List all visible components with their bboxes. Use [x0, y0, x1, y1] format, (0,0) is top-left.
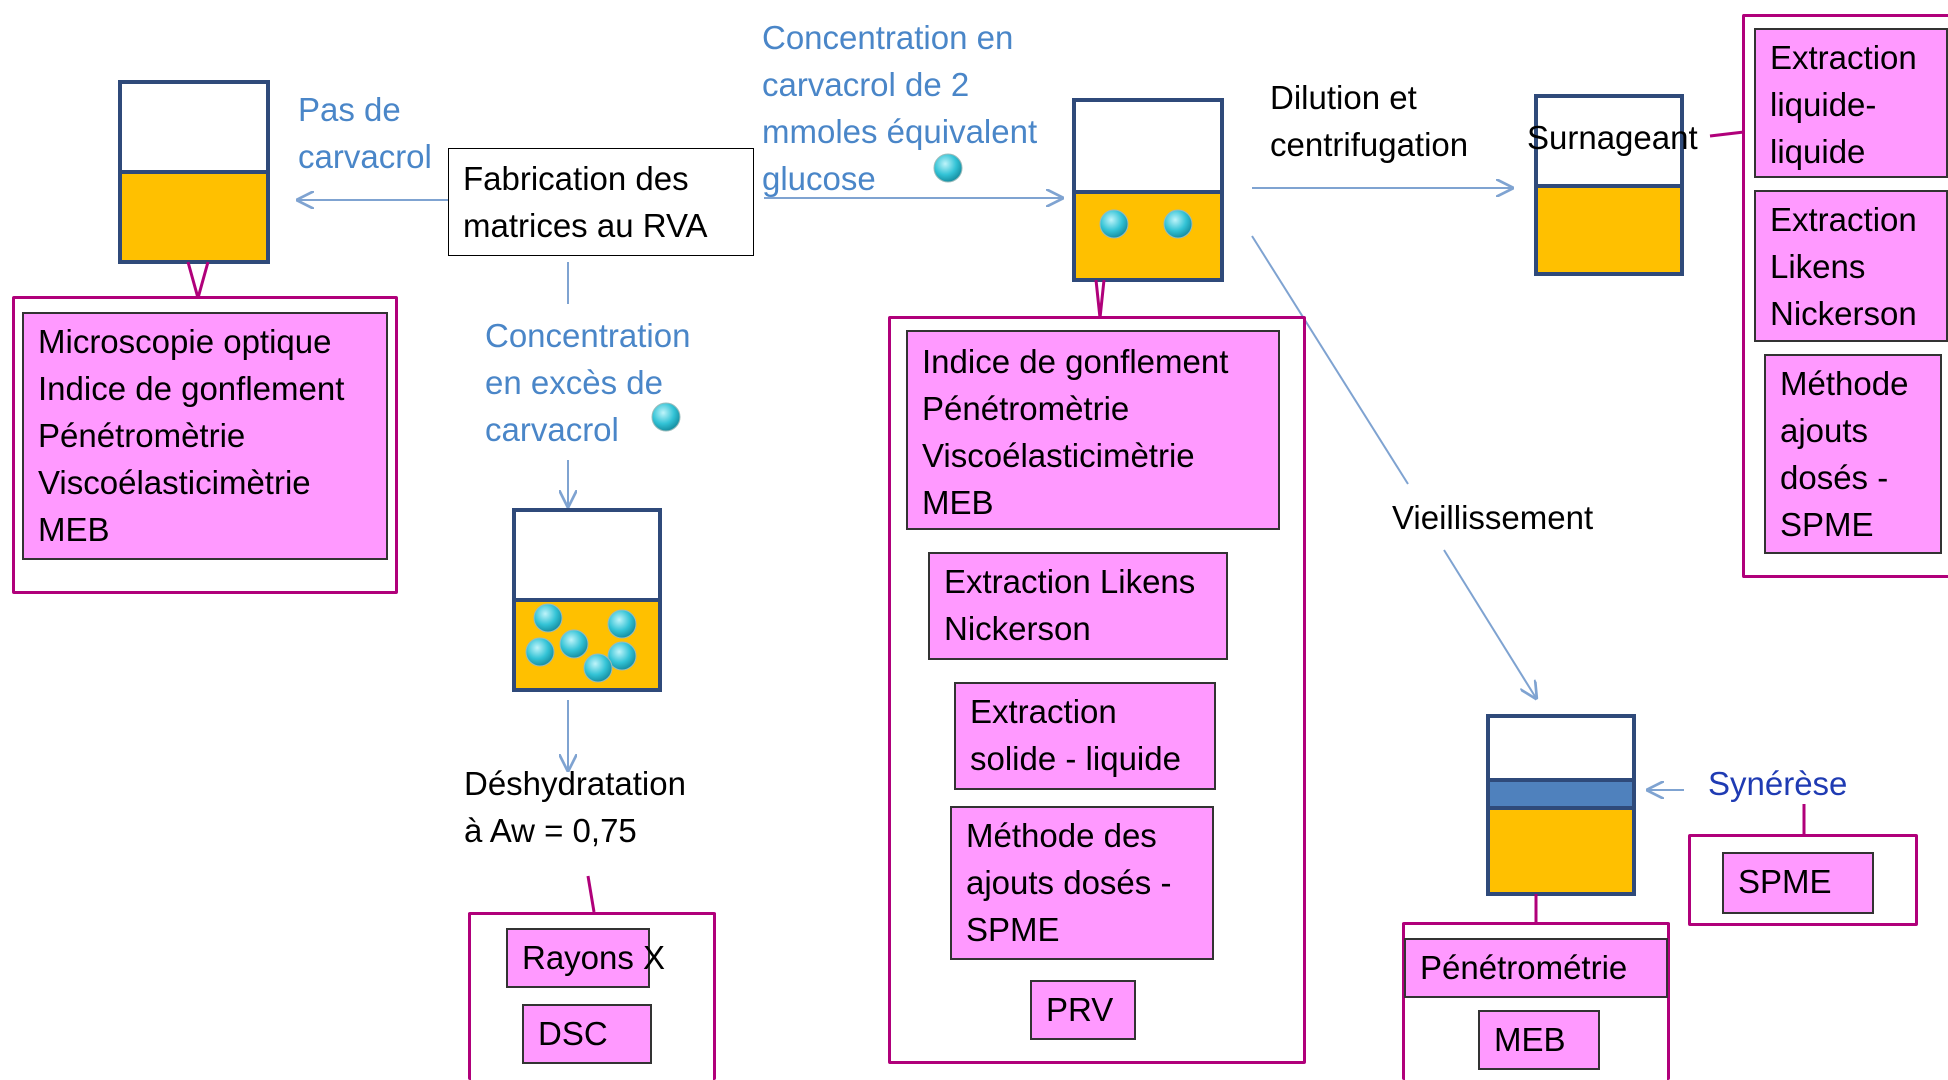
beaker-aging [1486, 714, 1636, 896]
frame-aging [1402, 922, 1670, 1080]
right-likens-box: Extraction Likens Nickerson [1754, 190, 1948, 342]
beaker-no-carvacrol [118, 80, 270, 264]
beaker-surnageant [1534, 94, 1684, 276]
start-box: Fabrication des matrices au RVA [448, 148, 754, 256]
molecule-beaker3-c [559, 629, 589, 659]
frame-center [888, 316, 1306, 1064]
carvacrol-molecules [525, 153, 1193, 683]
molecule-beaker3-d [525, 637, 555, 667]
molecule-beaker2-b [1163, 209, 1193, 239]
label-vieillissement: Vieillissement [1392, 499, 1594, 536]
center-prv-box: PRV [1030, 980, 1136, 1040]
molecule-legend-top [933, 153, 963, 183]
beaker-2mmol [1072, 98, 1224, 282]
frame-connectors [186, 130, 1806, 924]
center-methods-box: Indice de gonflement Pénétromètrie Visco… [906, 330, 1280, 530]
molecule-beaker3-e [607, 641, 637, 671]
frame-left [12, 296, 398, 594]
rayons-x-box: Rayons X [506, 928, 665, 988]
label-dilution: Dilution et centrifugation [1270, 79, 1469, 163]
line-to-vieillissement [1251, 235, 1409, 485]
right-ajouts-box: Méthode ajouts dosés - SPME [1764, 354, 1942, 554]
dsc-box: DSC [522, 1004, 652, 1064]
label-conc-exces: Concentration en excès de carvacrol [485, 317, 691, 448]
spme-box: SPME [1722, 852, 1874, 914]
molecule-beaker3-f [583, 653, 613, 683]
right-ll-box: Extraction liquide- liquide [1754, 28, 1948, 178]
molecule-beaker3-b [607, 609, 637, 639]
molecule-beaker2-a [1099, 209, 1129, 239]
center-solide-box: Extraction solide - liquide [954, 682, 1216, 790]
arrow-vieillissement [1443, 549, 1536, 698]
center-ajouts-box: Méthode des ajouts dosés - SPME [950, 806, 1214, 960]
label-surnageant: Surnageant [1527, 119, 1698, 156]
center-likens-box: Extraction Likens Nickerson [928, 552, 1228, 660]
label-pas-de-carvacrol: Pas de carvacrol [298, 91, 432, 175]
frame-spme [1688, 834, 1918, 926]
left-methods-box: Microscopie optique Indice de gonflement… [22, 312, 388, 560]
frame-right [1742, 14, 1948, 578]
label-synerese: Synérèse [1708, 765, 1848, 802]
molecule-beaker3-a [533, 603, 563, 633]
label-deshydratation: Déshydratation à Aw = 0,75 [464, 765, 686, 849]
molecule-legend-mid [651, 402, 681, 432]
label-conc-2mmol: Concentration en carvacrol de 2 mmoles é… [762, 19, 1038, 197]
penetrometrie-box: Pénétrométrie [1404, 938, 1668, 998]
meb-box: MEB [1478, 1010, 1600, 1070]
frame-dehydration [468, 912, 716, 1080]
